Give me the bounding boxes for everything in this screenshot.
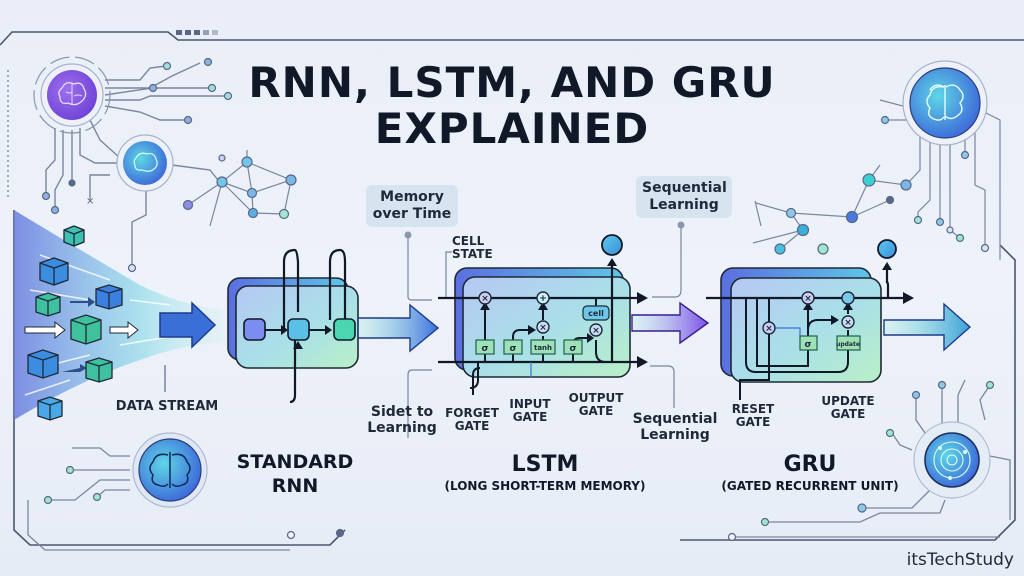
multiply-op [589, 323, 603, 337]
data-cubes [27, 225, 123, 421]
lstm-title: LSTM [511, 452, 579, 477]
arrow-rnn-to-lstm [357, 303, 440, 353]
page-title-line2: EXPLAINED [374, 104, 650, 153]
page-title-line1: RNN, LSTM, AND GRU [248, 58, 776, 107]
gru-cell [706, 239, 914, 400]
gru-op-1: × [765, 324, 773, 334]
lstm-op-0: × [481, 294, 489, 304]
cell-tag [582, 305, 610, 321]
sequential-leader-dot [677, 221, 685, 229]
data-stream-label: DATA STREAM [115, 399, 219, 414]
rnn-node-hidden [287, 318, 310, 341]
brain-icon [902, 60, 988, 146]
circuit-top-left [45, 62, 228, 268]
circuit-bottom-right-nodes [727, 380, 995, 542]
multiply-op [536, 320, 550, 334]
multiply-op [801, 291, 815, 305]
rnn-recurrent-loop-1 [282, 248, 300, 330]
update-gate-box [836, 335, 861, 351]
sigma-gate [563, 339, 583, 355]
gru-ops: × × × [762, 291, 855, 335]
circuit-nodes-top-left [41, 57, 233, 273]
reset-gate-label: RESET GATE [731, 402, 775, 430]
multiply-op [762, 321, 776, 335]
lstm-gates: σ σ tanh σ [475, 339, 583, 355]
network-nodes-right [774, 115, 990, 255]
lstm-subtitle: (LONG SHORT-TERM MEMORY) [444, 479, 646, 493]
lstm-op-1: + [539, 294, 547, 304]
arrow-lstm-to-gru [631, 301, 710, 345]
gru-subtitle: (GATED RECURRENT UNIT) [721, 479, 899, 493]
lstm-op-2: × [539, 323, 547, 333]
sidet-to-learning-label: Sidet to Learning [367, 404, 437, 436]
multiply-op [478, 291, 492, 305]
circuit-bottom-left-nodes [43, 465, 345, 540]
rnn-recurrent-loop-2 [328, 248, 347, 320]
sigma-gate [799, 335, 818, 351]
forget-gate-label: FORGET GATE [445, 406, 499, 434]
watermark: itsTechStudy [906, 550, 1014, 570]
gru-op-0: × [804, 294, 812, 304]
memory-leader-dot [404, 231, 412, 239]
frame-border [0, 31, 1024, 546]
network-graph-left [187, 150, 293, 227]
rnn-title-line2: RNN [271, 475, 319, 497]
output-gate-label: OUTPUT GATE [568, 391, 624, 419]
add-op [536, 291, 550, 305]
brain-icon [132, 432, 208, 508]
lstm-gate-1: σ [509, 344, 516, 354]
rnn-title-line1: STANDARD [236, 451, 354, 473]
cell-tag-label: cell [588, 309, 604, 318]
brain-icon [33, 56, 111, 134]
tanh-gate [530, 339, 556, 355]
circuit-bottom-left [27, 447, 290, 551]
gru-output-node [877, 239, 897, 259]
cell-state-label: CELL STATE [452, 234, 493, 262]
frame-stripes [176, 30, 218, 35]
svg-text:×: × [86, 196, 94, 207]
rnn-cell [227, 248, 359, 404]
gru-gates: σ update [799, 335, 861, 351]
input-gate-label: INPUT GATE [509, 397, 551, 425]
arrow-gru-out [883, 302, 972, 352]
network-nodes-left [182, 154, 297, 220]
memory-over-time-bubble: Memory over Time [366, 185, 458, 227]
update-gate-label: UPDATE GATE [821, 394, 875, 422]
rnn-node-output [333, 318, 356, 341]
gru-gate-1: update [836, 341, 860, 348]
lstm-output-node [601, 234, 623, 256]
brain-icon [116, 134, 174, 192]
lstm-op-3: × [592, 326, 600, 336]
sigma-gate [503, 339, 523, 355]
gru-gate-0: σ [804, 340, 811, 350]
rnn-node-input [243, 318, 266, 341]
combine-node [841, 291, 855, 305]
memory-leader [407, 235, 452, 438]
lstm-gate-3: σ [569, 344, 576, 354]
lstm-gate-2: tanh [534, 344, 552, 352]
sequential-leader [650, 225, 682, 408]
multiply-op [841, 315, 855, 329]
gru-title: GRU [783, 452, 837, 477]
sigma-gate [475, 339, 495, 355]
orbit-icon [913, 421, 991, 499]
sequential-learning-bubble: Sequential Learning [636, 176, 732, 218]
gru-op-2: × [844, 318, 852, 328]
rnn-title: STANDARD RNN [225, 450, 365, 498]
lstm-gate-0: σ [481, 344, 488, 354]
lstm-ops: × + × × cell [478, 291, 610, 337]
sequential-learning-label: Sequential Learning [632, 411, 718, 443]
